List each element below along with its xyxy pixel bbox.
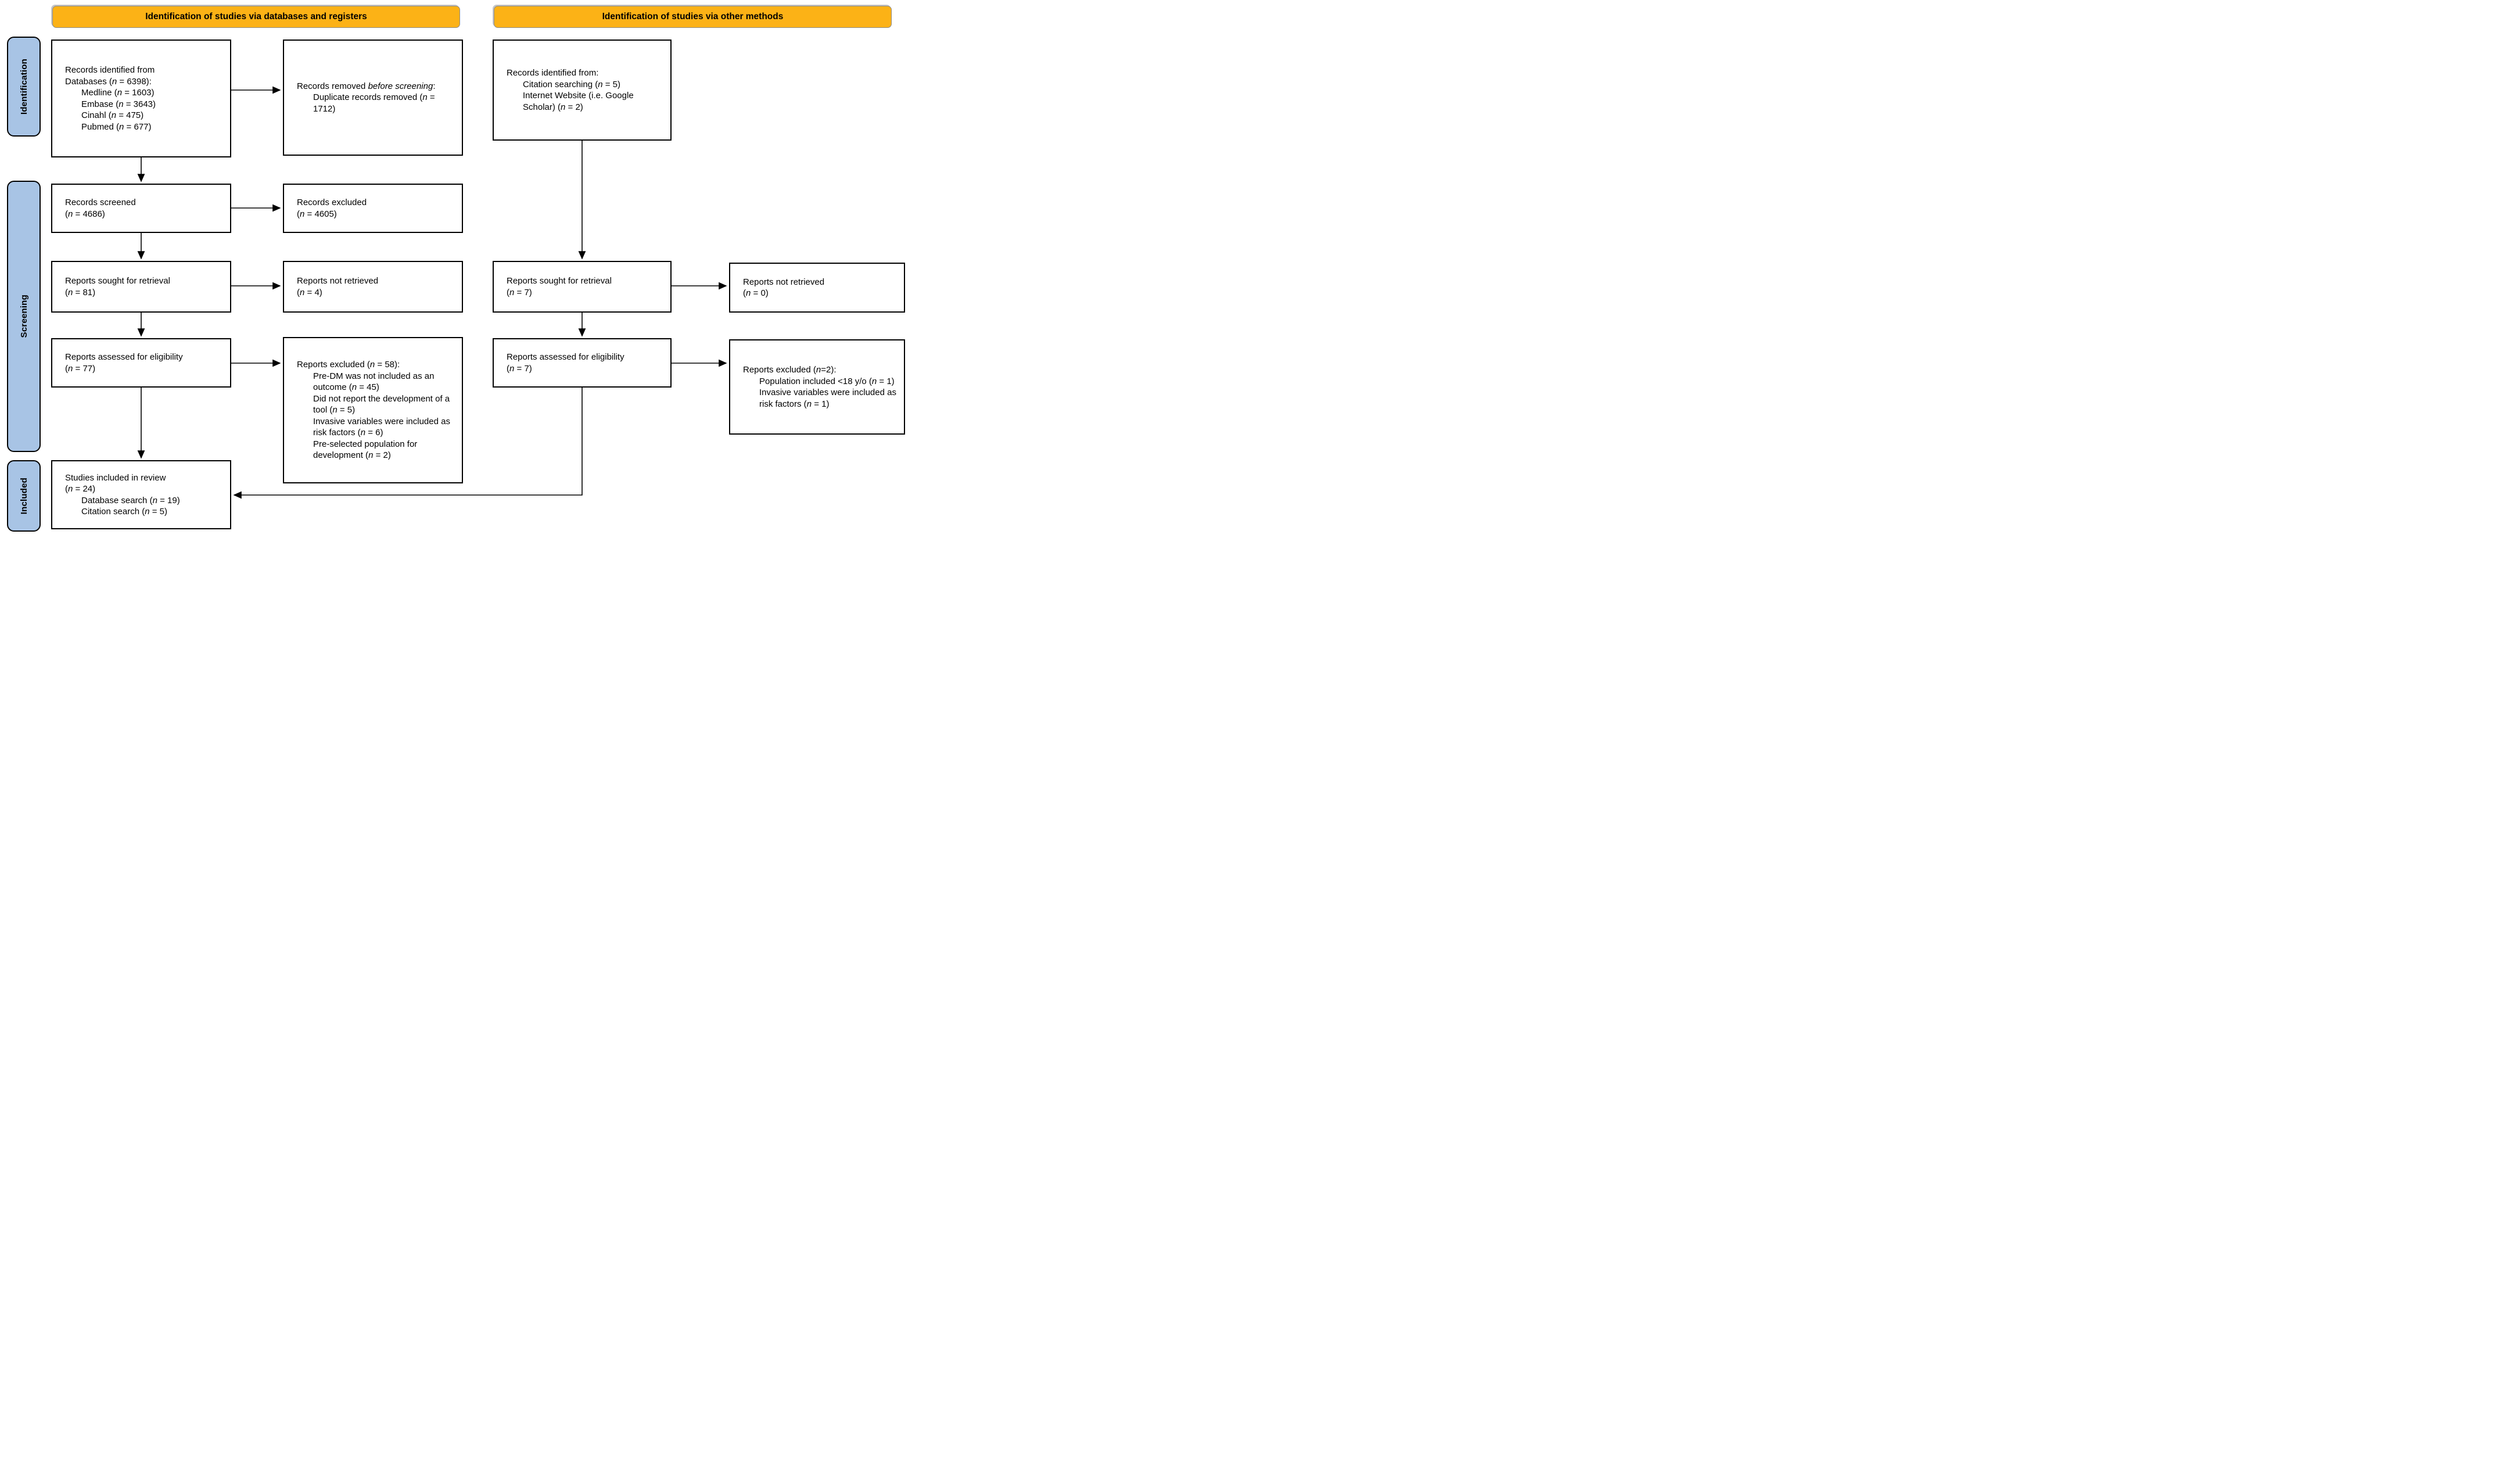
text-line: (n = 0) (743, 288, 769, 298)
box-reports-excluded-databases: Reports excluded (n = 58):Pre-DM was not… (283, 337, 463, 483)
text-line: Reports excluded (n=2): (743, 365, 837, 375)
text-line: Duplicate records removed (n = 1712) (313, 92, 435, 114)
text-line: Population included <18 y/o (n = 1) (759, 376, 895, 386)
text-line: Embase (n = 3643) (81, 99, 156, 109)
text-line: Pre-selected population for development … (313, 439, 418, 461)
text-line: (n = 4) (297, 287, 322, 297)
text-line: Reports excluded (n = 58): (297, 360, 400, 370)
box-reports-not-retrieved-databases: Reports not retrieved(n = 4) (283, 261, 463, 313)
box-reports-assessed-other: Reports assessed for eligibility(n = 7) (493, 338, 672, 388)
text-line: Pubmed (n = 677) (81, 121, 152, 132)
text-line: Records identified from (65, 65, 155, 75)
text-line: Reports assessed for eligibility (65, 352, 183, 362)
text-line: Cinahl (n = 475) (81, 110, 144, 120)
box-reports-assessed-databases: Reports assessed for eligibility(n = 77) (51, 338, 231, 388)
text-line: Reports not retrieved (743, 277, 825, 287)
box-records-screened: Records screened (n = 4686) (51, 184, 231, 233)
text-line: (n = 24) (65, 484, 96, 494)
phase-screening: Screening (7, 181, 41, 452)
banner-other-label: Identification of studies via other meth… (602, 12, 784, 21)
text-line: (n = 4605) (297, 209, 337, 219)
box-reports-excluded-other: Reports excluded (n=2):Population includ… (729, 339, 905, 435)
box-studies-included: Studies included in review(n = 24)Databa… (51, 460, 231, 529)
text-line: Invasive variables were included as risk… (313, 416, 450, 438)
text-line: Reports sought for retrieval (65, 276, 170, 286)
text-line: Records screened (65, 198, 136, 207)
phase-included-label: Included (19, 477, 29, 515)
box-reports-sought-databases: Reports sought for retrieval(n = 81) (51, 261, 231, 313)
text-line: Records identified from: (507, 68, 599, 78)
prisma-flow-diagram: Identification of studies via databases … (0, 0, 911, 536)
text-line: Database search (n = 19) (81, 495, 180, 505)
text-line: Databases (n = 6398): (65, 76, 152, 87)
text-line: Citation search (n = 5) (81, 507, 167, 517)
text-line: Did not report the development of a tool… (313, 393, 450, 415)
box-records-removed-before-screening: Records removed before screening:Duplica… (283, 40, 463, 156)
box-reports-sought-other: Reports sought for retrieval(n = 7) (493, 261, 672, 313)
text-line: (n = 77) (65, 363, 96, 374)
banner-other-methods: Identification of studies via other meth… (494, 6, 892, 28)
banner-databases-label: Identification of studies via databases … (145, 12, 367, 21)
text-line: Pre-DM was not included as an outcome (n… (313, 371, 435, 393)
text-line: Reports sought for retrieval (507, 276, 612, 286)
text-line: Records removed before screening: (297, 81, 436, 91)
phase-identification: Identification (7, 37, 41, 137)
text-line: Reports assessed for eligibility (507, 352, 624, 362)
text-line: Citation searching (n = 5) (523, 79, 621, 89)
box-records-identified-other: Records identified from:Citation searchi… (493, 40, 672, 141)
text-line: Medline (n = 1603) (81, 88, 155, 98)
text-line: (n = 7) (507, 287, 532, 297)
phase-identification-label: Identification (19, 58, 29, 115)
text-line: Studies included in review (65, 472, 166, 483)
phase-screening-label: Screening (19, 295, 29, 338)
box-records-excluded: Records excluded (n = 4605) (283, 184, 463, 233)
text-line: (n = 81) (65, 287, 96, 297)
text-line: (n = 7) (507, 363, 532, 374)
box-reports-not-retrieved-other: Reports not retrieved(n = 0) (729, 263, 905, 313)
banner-databases-registers: Identification of studies via databases … (52, 6, 460, 28)
text-line: (n = 4686) (65, 209, 105, 219)
text-line: Internet Website (i.e. Google Scholar) (… (523, 91, 634, 112)
text-line: Records excluded (297, 198, 367, 207)
text-line: Reports not retrieved (297, 276, 379, 286)
text-line: Invasive variables were included as risk… (759, 388, 896, 409)
phase-included: Included (7, 460, 41, 532)
